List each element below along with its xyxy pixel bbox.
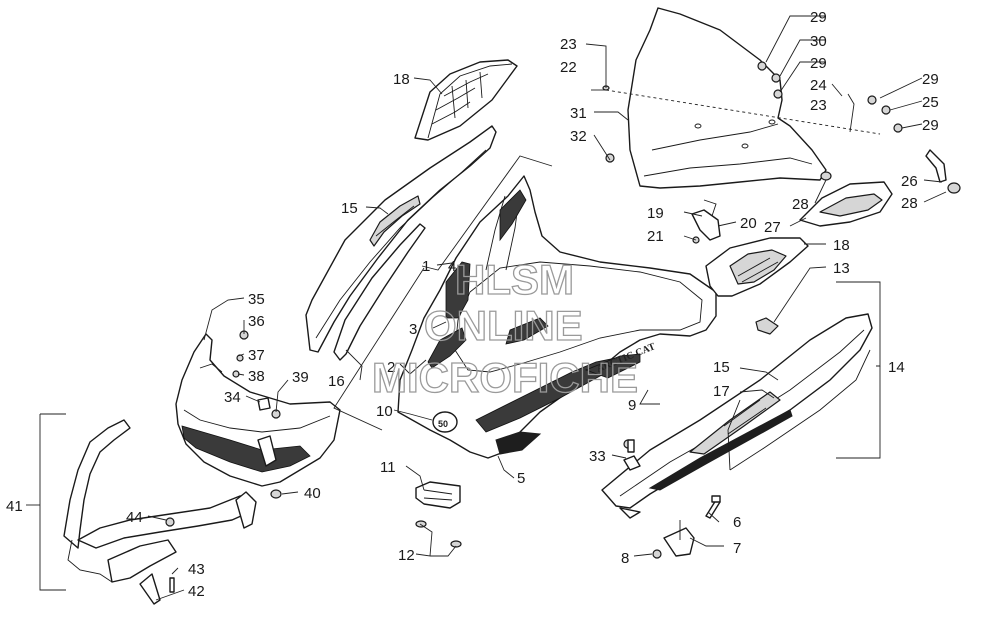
part-16-trim-strip <box>333 223 426 361</box>
callout-18-upper: 18 <box>393 71 410 88</box>
part-41-front-bumper <box>63 419 257 605</box>
leader-lines <box>26 15 947 601</box>
callout-23-left: 23 <box>560 36 577 53</box>
callout-36: 36 <box>248 313 265 330</box>
callout-42: 42 <box>188 583 205 600</box>
callout-35: 35 <box>248 291 265 308</box>
part-11-bracket <box>415 481 461 509</box>
callout-30: 30 <box>810 33 827 50</box>
callout-13: 13 <box>833 260 850 277</box>
callout-16: 16 <box>328 373 345 390</box>
callout-28-right: 28 <box>901 195 918 212</box>
callout-15-right: 15 <box>713 359 730 376</box>
callout-29-c: 29 <box>922 71 939 88</box>
small-fasteners <box>165 61 961 593</box>
callout-22: 22 <box>560 59 577 76</box>
callout-27: 27 <box>764 219 781 236</box>
part-13-clip <box>755 317 779 335</box>
callout-34: 34 <box>224 389 241 406</box>
callout-11: 11 <box>380 459 396 476</box>
part-8-nut <box>652 549 662 559</box>
callout-9: 9 <box>628 397 636 414</box>
callout-44: 44 <box>126 509 143 526</box>
callout-32: 32 <box>570 128 587 145</box>
callout-8: 8 <box>621 550 629 567</box>
callout-1: 1 <box>422 258 430 275</box>
part-19-20-hinge <box>691 199 721 244</box>
part-15-left-side-panel <box>305 125 497 353</box>
callout-4: 4 <box>448 258 456 275</box>
watermark-line-1: HLSM <box>455 256 574 303</box>
part-6-bolt <box>705 495 721 519</box>
badge-decal: 50 <box>438 419 448 429</box>
callout-37: 37 <box>248 347 265 364</box>
watermark-line-2: ONLINE <box>424 302 583 349</box>
callout-23-right: 23 <box>810 97 827 114</box>
callout-29-a: 29 <box>810 9 827 26</box>
callout-5: 5 <box>517 470 525 487</box>
callout-26: 26 <box>901 173 918 190</box>
callout-3: 3 <box>409 321 417 338</box>
callout-43: 43 <box>188 561 205 578</box>
callout-6: 6 <box>733 514 741 531</box>
callout-15-left: 15 <box>341 200 358 217</box>
callout-38: 38 <box>248 368 265 385</box>
callout-7: 7 <box>733 540 741 557</box>
callout-2: 2 <box>387 359 395 376</box>
callout-39: 39 <box>292 369 309 386</box>
part-12-washers <box>415 520 462 548</box>
callout-31: 31 <box>570 105 587 122</box>
part-31-windshield <box>627 7 827 189</box>
callout-40: 40 <box>304 485 321 502</box>
callout-14: 14 <box>888 359 905 376</box>
part-27-mirror <box>799 181 893 227</box>
callout-25: 25 <box>922 94 939 111</box>
callout-41: 41 <box>6 498 23 515</box>
callout-10: 10 <box>376 403 393 420</box>
callout-19: 19 <box>647 205 664 222</box>
callout-12: 12 <box>398 547 415 564</box>
callout-20: 20 <box>740 215 757 232</box>
callout-29-b: 29 <box>810 55 827 72</box>
part-18-right-vent <box>705 237 809 297</box>
part-nose-housing <box>175 333 341 487</box>
callout-17: 17 <box>713 383 730 400</box>
watermark-line-3: MICROFICHE <box>372 354 638 401</box>
callout-21: 21 <box>647 228 664 245</box>
callouts: 1 2 3 4 5 6 7 8 9 10 11 12 13 14 15 15 1… <box>6 9 939 600</box>
callout-24: 24 <box>810 77 827 94</box>
callout-29-d: 29 <box>922 117 939 134</box>
callout-33: 33 <box>589 448 606 465</box>
part-7-bracket <box>663 520 695 557</box>
part-18-upper-vent <box>414 59 518 141</box>
part-9-right-side-panel <box>601 313 873 519</box>
part-1-hood: 50 ARCTIC CAT <box>397 175 717 459</box>
watermark: HLSM ONLINE MICROFICHE <box>371 255 638 401</box>
callout-28-left: 28 <box>792 196 809 213</box>
callout-18-right: 18 <box>833 237 850 254</box>
